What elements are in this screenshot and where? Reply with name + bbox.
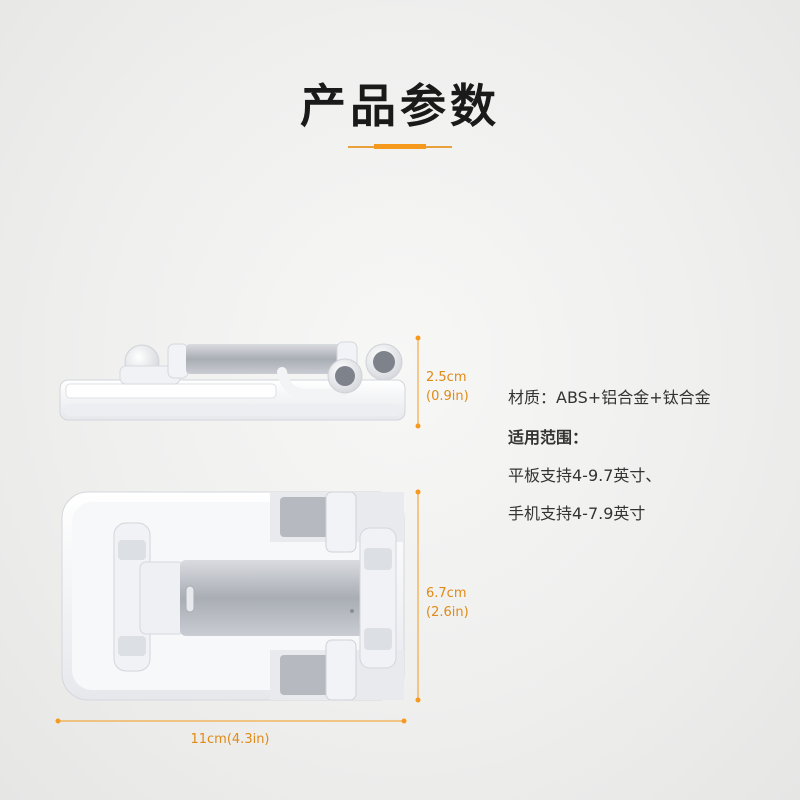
top-view [61,491,405,701]
spec-tablet: 平板支持4-9.7英寸、 [508,466,662,485]
height-label: 2.5cm (0.9in) [426,370,469,404]
depth-label: 6.7cm (2.6in) [426,586,469,620]
width-label: 11cm(4.3in) [190,732,270,747]
side-view [59,341,406,421]
spec-phone: 手机支持4-7.9英寸 [508,504,646,523]
spec-scope-heading: 适用范围： [508,428,589,447]
page-title: 产品参数 [300,79,500,133]
title-underline [348,144,452,149]
width-dimension-line [55,718,407,724]
depth-dimension-line [415,489,421,703]
height-dimension-line [415,335,421,429]
spec-material: 材质：ABS+铝合金+钛合金 [508,388,711,407]
